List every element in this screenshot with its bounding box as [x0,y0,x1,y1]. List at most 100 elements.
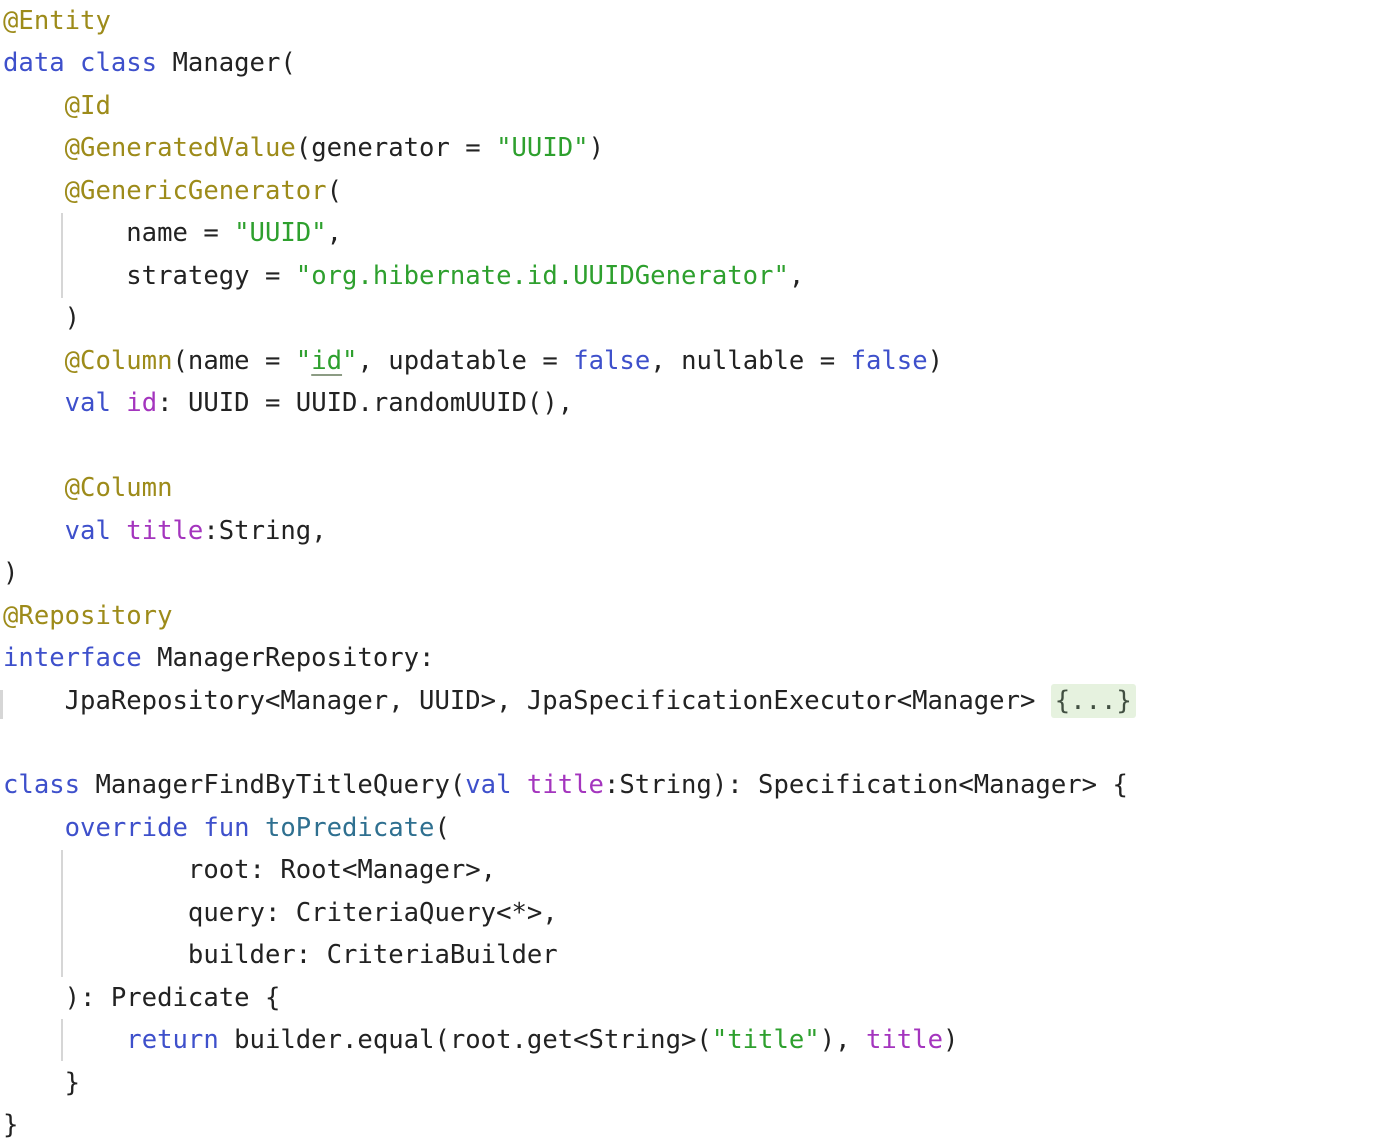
code-token-property: title [526,770,604,801]
code-token-plain [3,1025,126,1055]
code-token-plain: , updatable = [357,345,574,376]
code-token-annotation: @Id [64,90,111,121]
code-token-string: " [295,345,312,376]
code-token-plain: } [3,1067,81,1098]
code-line: builder: CriteriaBuilder [3,934,1378,976]
code-token-plain: ) [3,558,19,589]
code-token-plain: Manager( [157,48,296,79]
code-token-plain [3,91,65,121]
code-token-keyword: data class [3,48,158,79]
code-line: } [3,1104,1378,1146]
code-token-keyword: false [850,345,928,376]
code-line: ) [3,297,1378,339]
code-token-property: title [126,515,204,546]
code-line: return builder.equal(root.get<String>("t… [3,1019,1378,1061]
code-token-keyword: val [64,388,111,419]
code-token-plain: root: Root<Manager>, [3,855,497,886]
code-token-plain [3,516,65,546]
code-token-plain [3,133,65,163]
indent-guide-line [0,690,3,719]
code-token-plain: ): Predicate { [3,982,281,1013]
code-token-annotation: @Entity [3,6,111,36]
code-line [3,722,1378,764]
code-line: @Column(name = "id", updatable = false, … [3,340,1378,382]
code-token-plain: strategy = [3,260,296,291]
code-line: ): Predicate { [3,977,1378,1019]
code-line: val id: UUID = UUID.randomUUID(), [3,382,1378,424]
code-token-keyword: override fun [64,812,250,843]
code-line: root: Root<Manager>, [3,849,1378,891]
code-token-plain: ) [588,133,604,164]
code-line: @Id [3,85,1378,127]
code-token-plain: query: CriteriaQuery<*>, [3,897,558,928]
code-line: } [3,1062,1378,1104]
code-line [3,425,1378,467]
code-token-string: "title" [711,1025,820,1056]
code-line: @Repository [3,595,1378,637]
code-token-plain: ), [819,1025,866,1056]
code-token-plain: } [3,1110,19,1141]
code-token-plain: , [788,260,805,291]
code-token-plain: ( [434,812,450,843]
code-token-plain [3,346,65,376]
code-token-annotation: @Column [64,345,173,376]
code-token-plain: , nullable = [650,345,851,376]
code-token-plain: ) [3,303,81,334]
code-line: override fun toPredicate( [3,807,1378,849]
code-token-annotation: @GenericGenerator [64,175,327,206]
indent-guide-line [61,1019,63,1061]
code-token-plain [3,813,65,843]
code-token-plain [111,516,126,546]
code-token-property: title [865,1025,943,1056]
code-token-plain: ) [927,345,944,376]
code-line: JpaRepository<Manager, UUID>, JpaSpecifi… [3,680,1378,722]
code-token-plain: builder.equal(root.get<String>( [218,1025,712,1056]
code-token-string: " [342,345,358,376]
code-line: strategy = "org.hibernate.id.UUIDGenerat… [3,255,1378,297]
code-token-function: toPredicate [264,812,435,843]
code-token-string: "org.hibernate.id.UUIDGenerator" [295,260,789,291]
code-line: interface ManagerRepository: [3,637,1378,679]
code-token-string: "UUID" [234,218,327,249]
code-token-plain: ManagerRepository: [141,643,435,674]
indent-guide-line [61,850,63,977]
code-token-plain: (generator = [295,133,497,164]
code-token-annotation: @GeneratedValue [64,133,296,164]
code-token-plain: ( [326,175,343,206]
code-token-plain [250,813,265,843]
code-token-plain: , [326,218,343,249]
code-line: val title:String, [3,510,1378,552]
code-token-keyword: val [64,515,111,546]
folded-code-chip[interactable]: {...} [1050,683,1136,718]
code-token-plain [3,176,65,206]
indent-guide-line [61,213,63,298]
code-token-keyword: class [3,770,81,801]
code-token-annotation: @Column [64,473,173,504]
code-token-plain: :String): Specification<Manager> { [603,770,1128,801]
code-token-plain [512,770,527,800]
code-line: @Column [3,467,1378,509]
code-line: @GeneratedValue(generator = "UUID") [3,127,1378,169]
code-token-plain: builder: CriteriaBuilder [3,940,558,971]
code-line: class ManagerFindByTitleQuery(val title:… [3,764,1378,806]
code-line: ) [3,552,1378,594]
code-token-keyword: interface [3,643,142,674]
code-token-annotation: @Repository [3,600,173,631]
code-token-plain: :String, [203,515,327,546]
code-token-keyword: return [126,1025,219,1056]
code-token-plain: (name = [172,345,296,376]
code-line: name = "UUID", [3,212,1378,254]
code-line: query: CriteriaQuery<*>, [3,892,1378,934]
code-token-plain: name = [3,218,235,249]
code-token-plain: : UUID = UUID.randomUUID(), [157,388,574,419]
code-token-string: "UUID" [496,133,589,164]
code-line: data class Manager( [3,42,1378,84]
code-token-property: id [126,388,158,419]
code-token-plain: JpaRepository<Manager, UUID>, JpaSpecifi… [3,685,1051,716]
code-token-plain: ManagerFindByTitleQuery( [80,770,466,801]
code-token-keyword: false [573,345,651,376]
code-line: @GenericGenerator( [3,170,1378,212]
code-token-plain [3,473,65,503]
